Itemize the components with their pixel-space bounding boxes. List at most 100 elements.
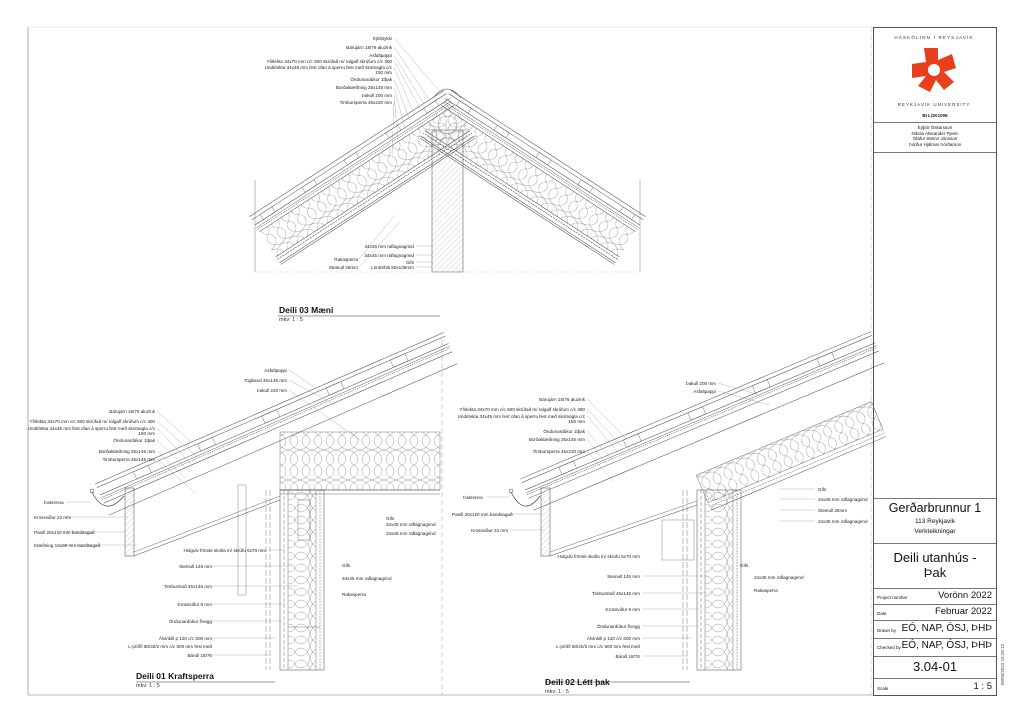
detail-scale: mkv: 1 : 5 xyxy=(136,683,160,689)
university-logo: HÁSKÓLINN Í REYKJAVÍK REYKJAVIK UNIVERSI… xyxy=(894,34,973,107)
annotation-label: 150 mm xyxy=(138,431,155,436)
annotation-label: Bárujárn 18/76 aluzink xyxy=(539,397,585,402)
authors: Eyþór Óskarsson Nikola Alexander Pjevic … xyxy=(874,125,996,147)
annotation-label: Bárujárn 18/76 aluzink xyxy=(109,409,155,414)
annotation-label: Gifs xyxy=(818,487,827,492)
drawn-by: EÓ, NAP, ÓSJ, ÞHÞ xyxy=(901,623,992,634)
detail-title: Deili 03 Mæni xyxy=(279,305,334,315)
detail-02-lett-thak xyxy=(487,331,887,683)
annotation-label: Steinull 145 mm xyxy=(607,574,640,579)
project-name: Gerðarbrunnur 1 xyxy=(888,501,982,515)
annotation-label: Borðaklæðning 25x145 mm xyxy=(98,449,155,454)
annotation-label: 34x45 mm raflagnagrind xyxy=(818,497,868,502)
annotation-label: Þakull 220 mm xyxy=(256,388,287,393)
annotation-label: Krossviður 9 mm xyxy=(605,607,640,612)
annotation-label: Undirlekta 34x45 mm fest ofan á sperru f… xyxy=(27,426,155,431)
annotation-label: Asfaltpappi xyxy=(369,53,392,58)
annotation-label: Timburstoð 45x145 mm xyxy=(163,584,212,589)
annotation-label: L-prófíl 60/40/2 mm c/c 600 mm fest með xyxy=(556,644,640,649)
annotation-label: Panill 28x120 mm bandsagað xyxy=(34,530,95,535)
annotation-label: Álvinkill p 120 c/c 600 mm xyxy=(586,636,640,641)
annotation-label: Gifs xyxy=(405,260,414,265)
drawn-by-label: Drawn by xyxy=(877,628,897,633)
annotation-label: Steinull 145 mm xyxy=(179,564,212,569)
annotation-label: Borðaklæðning 25x145 mm xyxy=(528,437,585,442)
detail-title: Deili 01 Kraftsperra xyxy=(136,671,214,681)
annotation-label: 34x45 mm raflagnagrind xyxy=(386,522,436,527)
date: Februar 2022 xyxy=(934,606,992,617)
annotation-label: Asfaltpappi xyxy=(693,389,716,394)
annotation-label: Öndunardúkur f/vegg xyxy=(168,619,212,624)
annotation-label: Steinull 25mm xyxy=(818,508,848,513)
project-number-label: Project number xyxy=(877,595,908,600)
annotation-label: Bárull 18/76 xyxy=(187,653,212,658)
svg-text:REYKJAVIK UNIVERSITY: REYKJAVIK UNIVERSITY xyxy=(898,102,971,107)
annotation-label: 34x45 mm raflagnagrind xyxy=(364,253,414,258)
author: Ólafur Steinir Jónsson xyxy=(912,136,958,142)
project-address: 113 Reykjavik xyxy=(915,518,955,525)
annotation-label: Gifs xyxy=(386,516,395,521)
plot-timestamp: 09/05/2022 19:26:12 xyxy=(1000,643,1006,686)
annotation-label: Timbursperra 45x220 mm xyxy=(339,100,392,105)
author: Nikola Alexander Pjevic xyxy=(911,130,959,136)
sheet-title: Deili utanhús - Þak xyxy=(874,550,996,580)
annotation-label: Rakasperra xyxy=(754,588,778,593)
annotation-label: L-prófíl 60/40/2 mm c/c 600 mm fest með xyxy=(128,644,212,649)
sheet-title-line: Deili utanhús - xyxy=(893,550,977,565)
annotation-label: Yfirlekta 34x70 mm c/c 600 skrúfað m/ ra… xyxy=(459,407,585,412)
date-label: Date xyxy=(877,611,887,616)
annotation-label: Kjölstykki xyxy=(372,36,392,41)
detail-01-kraftsperra xyxy=(66,332,458,683)
author: Þórður Hjálmar Þórðarson xyxy=(908,141,962,147)
annotation-label: Þakrenna xyxy=(463,495,483,500)
svg-text:HÁSKÓLINN Í REYKJAVÍK: HÁSKÓLINN Í REYKJAVÍK xyxy=(894,34,973,40)
scale-label: Scale xyxy=(877,686,889,691)
annotation-label: Bárull 18/76 xyxy=(615,654,640,659)
project-number: Vorönn 2022 xyxy=(938,590,992,601)
annotation-label: Timbursperra 45x220 mm xyxy=(532,449,585,454)
annotation-label: Rakasperra xyxy=(342,592,366,597)
annotation-label: Krossviður 9 mm xyxy=(177,602,212,607)
annotation-label: Holgulv frönsk skolla m/ skrúfu 5x70 mm xyxy=(557,554,640,559)
sheet-number: 3.04-01 xyxy=(912,659,958,674)
annotation-label: 150 mm xyxy=(568,419,585,424)
annotation-label: Krossviður 22 mm xyxy=(34,515,72,520)
annotation-label: Öndunardúkur 1lþak xyxy=(113,438,155,443)
annotation-label: Gifs xyxy=(342,563,351,568)
annotation-label: Timburstoð 45x145 mm xyxy=(591,591,640,596)
course-code: BI LOK1006 xyxy=(922,113,948,118)
annotation-label: Steinull 25mm xyxy=(328,265,358,270)
detail-03-ridge xyxy=(249,37,646,317)
annotation-label: Bárujárn 18/76 aluzink xyxy=(346,45,392,50)
annotation-label: Öndunardúkur f/vegg xyxy=(596,624,640,629)
author: Eyþór Óskarsson xyxy=(917,125,953,130)
annotation-label: 150 mm xyxy=(375,70,392,75)
annotation-label: Klæðning 15x95 mm bandsagað xyxy=(34,543,101,548)
sheet-title-line: Þak xyxy=(923,565,947,580)
annotation-label: Togband 45x145 mm xyxy=(244,378,287,383)
annotation-label: Þakull 200 mm xyxy=(361,93,392,98)
detail-title: Deili 02 Létt þak xyxy=(545,677,610,687)
annotation-label: 34x45 mm raflagnagrind xyxy=(818,519,868,524)
annotation-label: Undirlekta 34x45 mm fest ofan á sperru f… xyxy=(457,414,585,419)
annotation-label: Þakrenna xyxy=(44,500,64,505)
scale-value: 1 : 5 xyxy=(973,681,993,692)
annotation-label: Krossviður 22 mm xyxy=(471,528,509,533)
annotation-label: Borðaklæðning 25x145 mm xyxy=(335,85,392,90)
annotation-label: Þakull 200 mm xyxy=(685,381,716,386)
annotation-label: Gifs xyxy=(740,563,749,568)
annotation-label: 34x45 mm raflagnagrind xyxy=(386,531,436,536)
annotation-label: Öndunardúkur 1lþak xyxy=(350,77,392,82)
annotation-label: Panill 20x120 mm bandsagað xyxy=(452,512,513,517)
annotation-label: Yfirlekta 34x70 mm c/c 600 skrúfað m/ ra… xyxy=(29,419,155,424)
detail-scale: mkv: 1 : 5 xyxy=(545,689,569,695)
annotation-label: Öndunardúkur 1lþak xyxy=(543,429,585,434)
annotation-label: Yfirlekta 34x70 mm c/c 600 skrúfað m/ ra… xyxy=(266,59,392,64)
annotation-label: 34x45 mm raflagnagrind xyxy=(364,244,414,249)
annotation-label: Holgulv frönsk skolla m/ skrúfu 5x70 mm xyxy=(183,548,266,553)
title-block: BI LOK1006 Eyþór Óskarsson Nikola Alexan… xyxy=(873,27,997,696)
annotation-label: 34x45 mm raflagnagrind xyxy=(754,575,804,580)
annotation-label: Timbursperra 45x145 mm xyxy=(102,457,155,462)
annotation-label: Límtrébiti 90x135mm xyxy=(371,265,414,270)
